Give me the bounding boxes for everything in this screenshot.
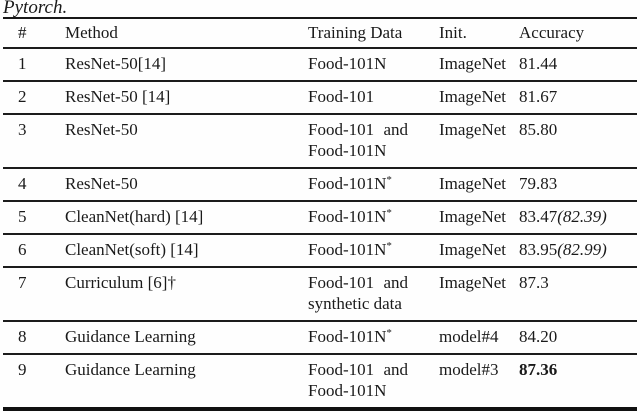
training-data-line1: Food-101N	[308, 207, 387, 226]
accuracy-cell: 81.44	[519, 48, 637, 82]
accuracy-value: 79.83	[519, 174, 558, 193]
training-data-line1: Food-101N	[308, 54, 387, 73]
init-cell: ImageNet	[439, 201, 519, 235]
asterisk-superscript: *	[386, 207, 392, 219]
accuracy-cell: 87.36	[519, 354, 637, 409]
row-number-cell: 6	[3, 234, 65, 268]
training-data-line2: synthetic data	[308, 294, 402, 313]
method-cell: CleanNet(soft) [14]	[65, 234, 308, 268]
training-data-line2: Food-101N	[308, 381, 387, 400]
accuracy-cell: 85.80	[519, 114, 637, 169]
training-data-line1: Food-101N	[308, 240, 387, 259]
row-number-cell: 2	[3, 81, 65, 115]
method-cell: Guidance Learning	[65, 360, 196, 379]
training-data-line1: Food-101 and	[308, 360, 409, 379]
training-data-line1: Food-101 and	[308, 273, 409, 292]
row-number-cell: 4	[3, 168, 65, 202]
accuracy-cell: 79.83	[519, 168, 637, 202]
training-data-cell: Food-101N*	[308, 234, 439, 268]
asterisk-superscript: *	[386, 327, 392, 339]
table-caption-fragment: Pytorch.	[3, 0, 68, 18]
training-data-line1: Food-101N	[308, 174, 387, 193]
header-row: # Method Training Data Init. Accuracy	[3, 18, 637, 49]
accuracy-value: 87.36	[519, 360, 558, 379]
init-cell: ImageNet	[439, 48, 519, 82]
training-data-line1: Food-101	[308, 87, 375, 106]
accuracy-cell: 87.3	[519, 267, 637, 322]
method-cell: Guidance Learning	[65, 321, 308, 355]
col-header-method: Method	[65, 18, 308, 49]
method-cell: Curriculum [6]†	[65, 267, 308, 322]
accuracy-cell: 83.95(82.99)	[519, 234, 637, 268]
col-header-accuracy: Accuracy	[519, 18, 637, 49]
init-cell: model#4	[439, 321, 519, 355]
accuracy-cell: 83.47(82.39)	[519, 201, 637, 235]
init-cell: ImageNet	[439, 81, 519, 115]
training-data-line2: Food-101N	[308, 141, 387, 160]
accuracy-cell: 84.20	[519, 321, 637, 355]
accuracy-cell: 81.67	[519, 81, 637, 115]
row-number-cell: 1	[3, 48, 65, 82]
row-number-cell: 9	[18, 360, 27, 379]
method-cell: ResNet-50	[65, 168, 308, 202]
accuracy-value: 84.20	[519, 327, 558, 346]
training-data-cell: Food-101	[308, 81, 439, 115]
row-number-cell: 7	[3, 267, 65, 322]
accuracy-value: 83.95	[519, 240, 558, 259]
accuracy-value: 87.3	[519, 273, 549, 292]
col-header-init: Init.	[439, 18, 519, 49]
accuracy-value: 85.80	[519, 120, 558, 139]
init-cell: ImageNet	[439, 267, 519, 322]
training-data-cell: Food-101N*	[308, 168, 439, 202]
accuracy-value: 83.47	[519, 207, 558, 226]
accuracy-value: 81.44	[519, 54, 558, 73]
training-data-line1: Food-101N	[308, 327, 387, 346]
asterisk-superscript: *	[386, 240, 392, 252]
col-header-training-data: Training Data	[308, 18, 439, 49]
method-cell: ResNet-50 [14]	[65, 81, 308, 115]
col-header-number: #	[3, 18, 65, 49]
init-cell: model#3	[439, 360, 499, 379]
accuracy-paren-value: (82.39)	[557, 207, 607, 226]
training-data-line1: Food-101 and	[308, 120, 409, 139]
asterisk-superscript: *	[386, 174, 392, 186]
accuracy-paren-value: (82.99)	[557, 240, 607, 259]
row-number-cell: 5	[3, 201, 65, 235]
init-cell: ImageNet	[439, 168, 519, 202]
init-cell: ImageNet	[439, 234, 519, 268]
row-number-cell: 3	[3, 114, 65, 169]
training-data-cell: Food-101N*	[308, 321, 439, 355]
method-cell: ResNet-50[14]	[65, 48, 308, 82]
method-cell: CleanNet(hard) [14]	[65, 201, 308, 235]
training-data-cell: Food-101 and synthetic data	[308, 267, 439, 322]
training-data-cell: Food-101N*	[308, 201, 439, 235]
table-header: # Method Training Data Init. Accuracy	[3, 18, 637, 49]
row-number-cell: 8	[3, 321, 65, 355]
accuracy-value: 81.67	[519, 87, 558, 106]
training-data-cell: Food-101N	[308, 48, 439, 82]
init-cell: ImageNet	[439, 114, 519, 169]
method-cell: ResNet-50	[65, 114, 308, 169]
